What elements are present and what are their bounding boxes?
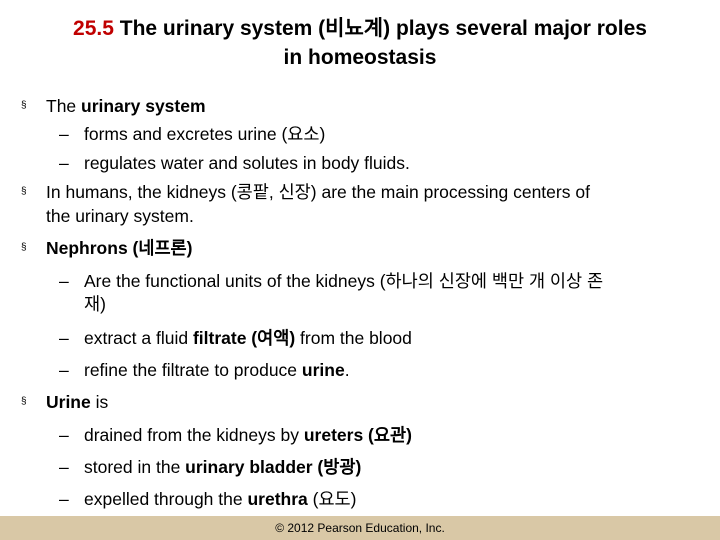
sub-dash: – (59, 271, 69, 291)
slide-title-line2: in homeostasis (283, 46, 437, 69)
sub-dash: – (59, 489, 69, 509)
sub-bullet-bold-text: urinary bladder (방광) (185, 457, 362, 477)
sub-bullet-text: extract a fluid (84, 328, 193, 348)
sub-dash: – (59, 124, 69, 144)
bullet-marker: § (21, 100, 27, 111)
sub-bullet-functional-units-line1: Are the functional units of the kidneys … (84, 271, 604, 291)
copyright-notice: © 2012 Pearson Education, Inc. (275, 521, 445, 535)
sub-bullet-text: stored in the (84, 457, 186, 477)
sub-bullet-urethra: expelled through the urethra (요도) (84, 487, 356, 511)
section-number: 25.5 (73, 17, 114, 40)
sub-bullet-text: expelled through the (84, 489, 248, 509)
sub-dash: – (59, 328, 69, 348)
bullet-bold-text: urinary system (81, 96, 206, 116)
sub-bullet-text: (요도) (307, 489, 357, 509)
sub-bullet-regulates-water: regulates water and solutes in body flui… (84, 153, 410, 173)
sub-dash: – (59, 425, 69, 445)
sub-dash: – (59, 457, 69, 477)
bullet-marker: § (21, 242, 27, 253)
bullet-kidneys-line2: the urinary system. (46, 206, 194, 226)
bullet-urine: Urine is (46, 390, 108, 414)
sub-bullet-text: from the blood (295, 328, 412, 348)
sub-bullet-ureters: drained from the kidneys by ureters (요관) (84, 423, 412, 447)
sub-bullet-text: drained from the kidneys by (84, 425, 304, 445)
sub-dash: – (59, 153, 69, 173)
sub-bullet-bold-text: urine (301, 360, 345, 380)
bullet-marker: § (21, 186, 27, 197)
sub-dash: – (59, 360, 69, 380)
footer-bar (0, 516, 720, 540)
bullet-nephrons: Nephrons (네프론) (46, 238, 193, 258)
sub-bullet-bold-text: ureters (요관) (303, 425, 412, 445)
bullet-urinary-system: The urinary system (46, 94, 206, 118)
slide-title: 25.5 The urinary system (비뇨계) plays seve… (20, 14, 700, 72)
sub-bullet-functional-units-line2: 재) (84, 294, 106, 314)
sub-bullet-bold-text: urethra (247, 489, 308, 509)
sub-bullet-filtrate: extract a fluid filtrate (여액) from the b… (84, 326, 412, 350)
bullet-marker: § (21, 396, 27, 407)
sub-bullet-bold-text: filtrate (여액) (192, 328, 296, 348)
sub-bullet-text: . (344, 360, 350, 380)
sub-bullet-refine-filtrate: refine the filtrate to produce urine. (84, 358, 350, 382)
bullet-bold-text: Urine (46, 392, 91, 412)
bullet-text: The (46, 96, 82, 116)
slide-title-line1: 25.5 The urinary system (비뇨계) plays seve… (20, 14, 700, 43)
slide-title-text-1: The urinary system (비뇨계) plays several m… (113, 17, 647, 40)
sub-bullet-bladder: stored in the urinary bladder (방광) (84, 455, 361, 479)
sub-bullet-text: refine the filtrate to produce (84, 360, 302, 380)
sub-bullet-forms-urine: forms and excretes urine (요소) (84, 124, 326, 144)
bullet-text: is (90, 392, 109, 412)
bullet-kidneys-line1: In humans, the kidneys (콩팥, 신장) are the … (46, 182, 590, 202)
